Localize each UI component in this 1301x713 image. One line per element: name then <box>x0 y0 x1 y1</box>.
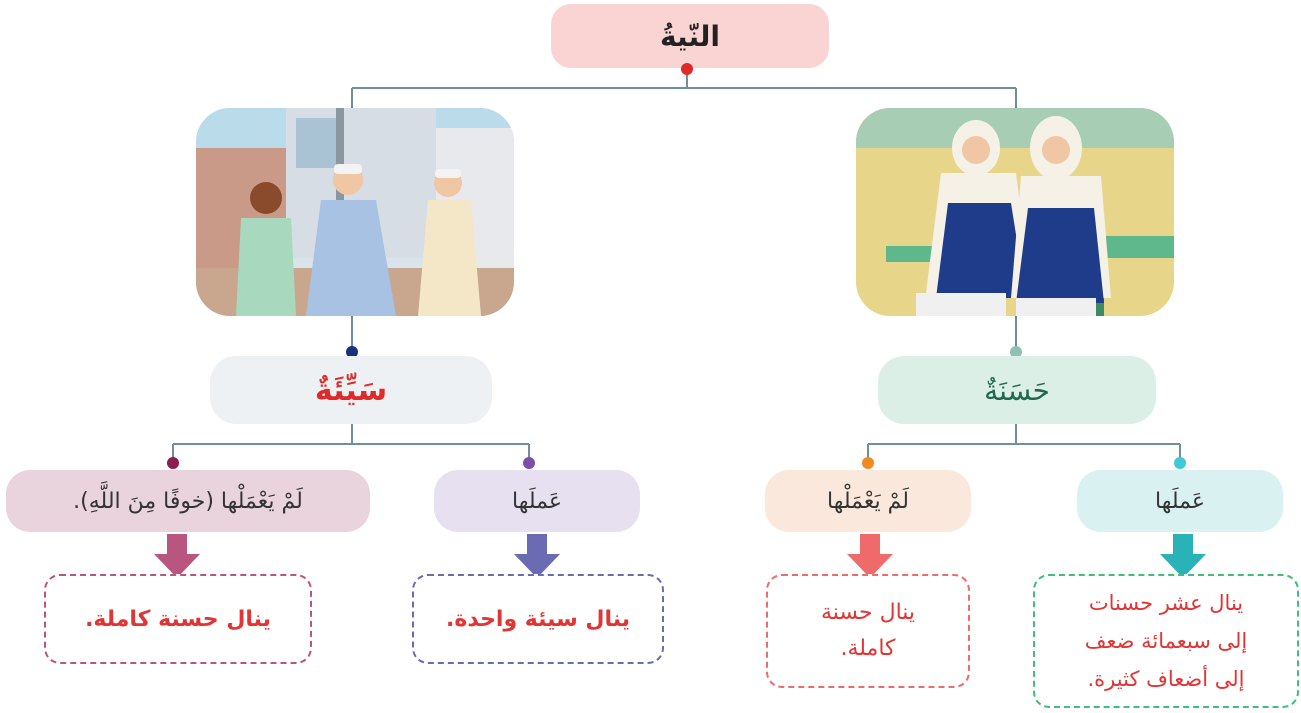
good-category-label: حَسَنَةٌ <box>984 373 1050 407</box>
down-arrow-icon <box>847 534 893 578</box>
bad-not-done-result-text: ينال حسنة كاملة. <box>85 606 271 632</box>
bad-left-dot <box>167 457 179 469</box>
title-connector-dot <box>681 63 693 75</box>
good-done-box: عَملَها <box>1077 470 1283 532</box>
good-done-result-line1: ينال عشر حسنات <box>1088 591 1244 615</box>
bad-done-result-text: ينال سيئة واحدة. <box>446 606 630 632</box>
good-right-dot <box>1174 457 1186 469</box>
good-not-done-label: لَمْ يَعْمَلْها <box>827 488 909 514</box>
bad-done-result: ينال سيئة واحدة. <box>412 574 664 664</box>
down-arrow-icon <box>514 534 560 578</box>
bad-not-done-label: لَمْ يَعْمَلْها (خوفًا مِنَ اللَّهِ). <box>73 488 303 514</box>
bad-intention-illustration <box>196 108 514 316</box>
bad-done-label: عَملَها <box>512 488 562 514</box>
page-title: النّيةُ <box>660 19 720 53</box>
bad-not-done-result: ينال حسنة كاملة. <box>44 574 312 664</box>
bad-category-box: سَيِّئَةٌ <box>210 356 492 424</box>
girls-scene-icon <box>856 108 1174 316</box>
good-not-done-result: ينال حسنة كاملة. <box>766 574 970 688</box>
good-not-done-result-line2: كاملة. <box>840 636 896 661</box>
good-branch-dot <box>1010 346 1022 358</box>
bad-right-dot <box>523 457 535 469</box>
good-left-dot <box>862 457 874 469</box>
down-arrow-icon <box>1160 534 1206 578</box>
down-arrow-icon <box>154 534 200 578</box>
good-done-result-line3: إلى أضعاف كثيرة. <box>1087 667 1245 691</box>
good-done-result-line2: إلى سبعمائة ضعف <box>1084 629 1248 653</box>
bad-not-done-box: لَمْ يَعْمَلْها (خوفًا مِنَ اللَّهِ). <box>6 470 370 532</box>
good-done-label: عَملَها <box>1155 488 1205 514</box>
bad-branch-dot <box>346 346 358 358</box>
good-intention-illustration <box>856 108 1174 316</box>
good-category-box: حَسَنَةٌ <box>878 356 1156 424</box>
bad-done-box: عَملَها <box>434 470 640 532</box>
title-box: النّيةُ <box>551 4 829 68</box>
bad-category-label: سَيِّئَةٌ <box>314 372 388 408</box>
good-done-result: ينال عشر حسنات إلى سبعمائة ضعف إلى أضعاف… <box>1033 574 1299 708</box>
boys-scene-icon <box>196 108 514 316</box>
good-not-done-box: لَمْ يَعْمَلْها <box>765 470 971 532</box>
good-not-done-result-line1: ينال حسنة <box>820 600 916 625</box>
